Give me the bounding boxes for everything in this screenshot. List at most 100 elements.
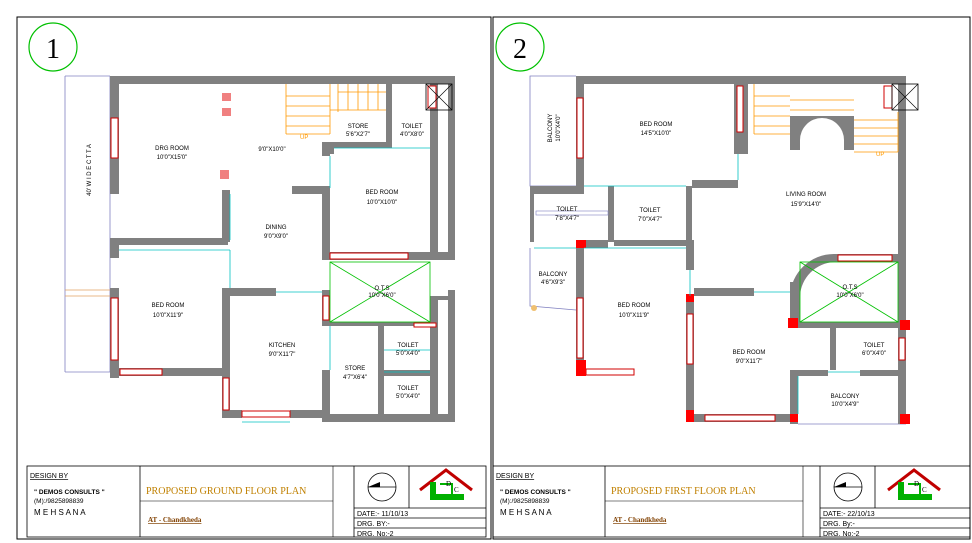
room-size: 5'0"X4'0" — [396, 394, 420, 400]
plan-number-circle — [28, 22, 78, 72]
room-size: 10'0"X6'0" — [368, 293, 395, 299]
firm-logo-icon: D C — [887, 468, 941, 500]
columns — [220, 93, 231, 179]
drawn-by: DRG. BY:- — [357, 521, 390, 528]
room-size: 7'0"X4'7" — [638, 217, 662, 223]
windows — [110, 85, 437, 418]
arch-wall — [790, 116, 854, 150]
room-name: BED ROOM — [640, 122, 673, 128]
sheet-border-right — [492, 16, 971, 540]
room-name: BED ROOM — [733, 350, 766, 356]
location: AT - Chandkheda — [148, 516, 202, 524]
room-name: BALCONY — [831, 394, 860, 400]
room-size: 15'9"X14'0" — [791, 202, 822, 208]
room-size: 4'7"X6'4" — [343, 375, 367, 381]
room-size: 10'0"X11'9" — [153, 313, 183, 319]
plan-number-circle — [495, 22, 545, 72]
columns — [576, 240, 910, 424]
ots-cross — [799, 261, 899, 323]
drawing-number: DRG. No:-2 — [823, 531, 860, 538]
drawing-title: PROPOSED FIRST FLOOR PLAN — [611, 486, 756, 497]
plan-number: 1 — [46, 34, 60, 65]
room-size: 10'0"X6'0" — [836, 293, 863, 299]
north-arrow-icon — [833, 472, 863, 502]
column-marker — [531, 305, 537, 311]
room-size: 10'0"X4'9" — [831, 402, 858, 408]
room-name: BED ROOM — [366, 190, 399, 196]
room-size: 10'0"X15'0" — [157, 155, 188, 161]
room-name: TOILET — [864, 343, 885, 349]
room-size: 9'0"X10'0" — [258, 147, 285, 153]
room-name: DRG ROOM — [155, 146, 189, 152]
room-name: TOILET — [398, 343, 419, 349]
room-name: BALCONY — [548, 114, 554, 143]
title-block-first: DESIGN BY " DEMOS CONSULTS " (M):/982589… — [492, 465, 971, 538]
room-size: 4'0"X8'0" — [400, 132, 424, 138]
room-name: BED ROOM — [618, 303, 651, 309]
staircase — [285, 84, 386, 135]
room-labels: DRG ROOM 10'0"X15'0" 9'0"X10'0" STORE 5'… — [152, 124, 424, 400]
date: DATE:- 11/10/13 — [357, 511, 408, 518]
north-arrow-icon — [367, 472, 397, 502]
room-name: STORE — [345, 366, 366, 372]
room-name: TOILET — [402, 124, 423, 130]
room-name: TOILET — [398, 386, 419, 392]
svg-text:C: C — [454, 486, 459, 494]
doors — [119, 147, 430, 423]
room-name: O.T.S — [842, 285, 857, 291]
ots-cross — [329, 261, 431, 323]
svg-text:D: D — [914, 480, 919, 488]
room-size: 9'0"X9'0" — [264, 234, 288, 240]
room-name: STORE — [348, 124, 369, 130]
room-labels: BALCONY 10'0"X4'0" BED ROOM 14'5"X10'0" … — [539, 114, 886, 408]
first-floor-plan: 2 — [495, 22, 919, 425]
room-size: 9'0"X11'7" — [269, 352, 296, 358]
doors — [534, 154, 860, 414]
room-size: 5'0"X4'0" — [396, 351, 420, 357]
room-size: 9'0"X11'7" — [736, 359, 763, 365]
plan-number: 2 — [513, 34, 527, 65]
drawn-by: DRG. By:- — [823, 521, 856, 528]
date: DATE:- 22/10/13 — [823, 511, 875, 518]
firm-city: M E H S A N A — [500, 508, 552, 517]
room-size: 6'0"X4'0" — [862, 351, 886, 357]
room-size: 10'0"X11'9" — [619, 313, 649, 319]
room-name: BALCONY — [539, 272, 568, 278]
room-name: DINING — [266, 225, 287, 231]
road-strip — [64, 75, 111, 373]
firm-name: " DEMOS CONSULTS " — [500, 489, 571, 496]
firm-phone: (M):/9825898839 — [34, 498, 84, 505]
firm-city: M E H S A N A — [34, 508, 86, 517]
room-name: KITCHEN — [269, 343, 295, 349]
drawing-title: PROPOSED GROUND FLOOR PLAN — [146, 486, 306, 497]
room-size: 10'0"X4'0" — [556, 114, 562, 141]
firm-logo-icon: D C — [419, 468, 473, 500]
room-name: TOILET — [557, 207, 578, 213]
location: AT - Chandkheda — [613, 516, 667, 524]
room-name: TOILET — [640, 208, 661, 214]
sheet-border-left — [16, 16, 492, 540]
svg-text:C: C — [922, 486, 927, 494]
shaft-box — [425, 83, 453, 111]
design-by-label: DESIGN BY — [496, 473, 534, 480]
title-block-ground: DESIGN BY " DEMOS CONSULTS " (M):/982589… — [26, 465, 487, 538]
svg-text:D: D — [446, 480, 451, 488]
road-label: 40' W I D E C T T A — [87, 144, 93, 196]
shaft-box — [891, 83, 919, 111]
room-name: BED ROOM — [152, 303, 185, 309]
room-size: 4'6"X9'3" — [541, 280, 565, 286]
toilet-partition — [535, 210, 609, 216]
ground-floor-plan: 1 40' W I D E C T T A — [28, 22, 455, 423]
room-name: O.T.S — [374, 286, 389, 292]
room-size: 5'6"X2'7" — [346, 132, 370, 138]
room-size: 14'5"X10'0" — [641, 131, 672, 137]
staircase — [753, 84, 899, 153]
windows — [576, 85, 906, 422]
drawing-number: DRG. No:-2 — [357, 531, 394, 538]
firm-name: " DEMOS CONSULTS " — [34, 489, 105, 496]
room-name: LIVING ROOM — [786, 192, 826, 198]
firm-phone: (M):/9825898839 — [500, 498, 550, 505]
design-by-label: DESIGN BY — [30, 473, 68, 480]
room-size: 10'0"X10'0" — [367, 200, 398, 206]
